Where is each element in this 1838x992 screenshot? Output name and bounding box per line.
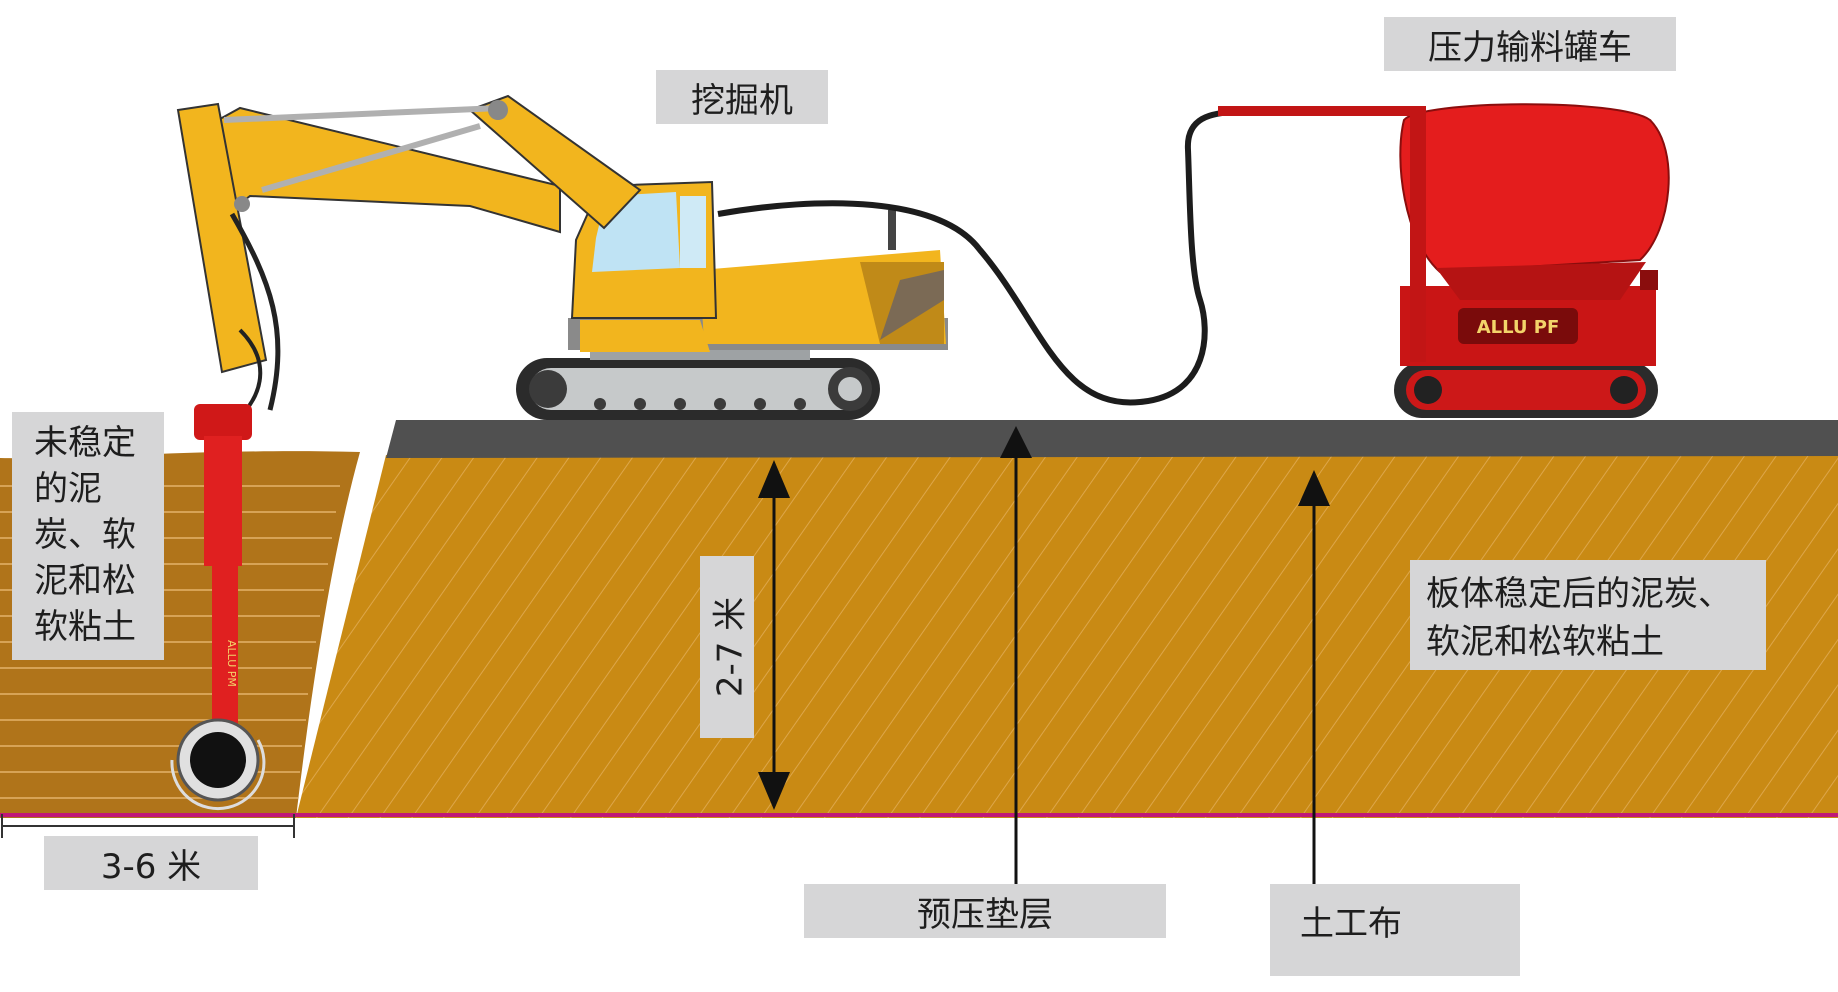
geotextile-label: 土工布 xyxy=(1270,884,1520,976)
geotextile-pointer-arrow xyxy=(1298,470,1330,884)
depth-arrow xyxy=(758,460,790,810)
depth-label: 2-7 米 xyxy=(700,556,754,738)
mixer-brand-mark: ALLU PM xyxy=(225,640,238,687)
mass-stabilizer-tool: ALLU PM xyxy=(170,404,266,811)
excavator-track xyxy=(516,346,880,420)
stabilized-soil-label: 板体稳定后的泥炭、 软泥和松软粘土 xyxy=(1410,560,1766,670)
depth-label-text: 2-7 米 xyxy=(710,596,751,698)
excavator xyxy=(176,94,948,420)
width-label: 3-6 米 xyxy=(44,836,258,890)
preload-pointer-arrow xyxy=(1000,426,1032,884)
tanker-brand-mark: ALLU PF xyxy=(1477,317,1560,338)
pressure-feeder-tanker: ALLU PF xyxy=(1218,103,1670,418)
preload-layer xyxy=(386,420,1838,458)
preload-layer-label: 预压垫层 xyxy=(804,884,1166,938)
stabilized-soil-block xyxy=(296,455,1838,818)
excavator-label: 挖掘机 xyxy=(656,70,828,124)
feed-hose xyxy=(717,109,1241,406)
unstable-soil-label: 未稳定 的泥 炭、软 泥和松 软粘土 xyxy=(12,412,164,660)
width-dimension xyxy=(1,814,295,838)
tanker-label: 压力输料罐车 xyxy=(1384,17,1676,71)
